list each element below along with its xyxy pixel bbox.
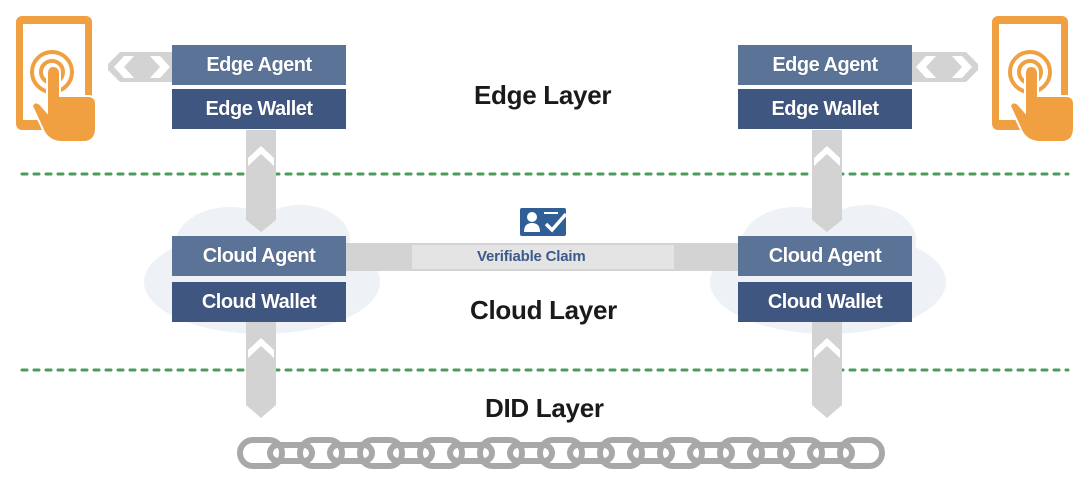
cloud-layer-title: Cloud Layer bbox=[470, 295, 617, 325]
chain-link bbox=[657, 437, 705, 469]
right-cloud-wallet-box: Cloud Wallet bbox=[738, 282, 912, 322]
verifiable-claim-label: Verifiable Claim bbox=[477, 248, 586, 265]
chain-link bbox=[447, 442, 495, 464]
left-device-connector bbox=[108, 52, 176, 82]
left-edge-agent-label: Edge Agent bbox=[206, 53, 312, 76]
chain-link bbox=[417, 437, 465, 469]
right-device-connector bbox=[910, 52, 978, 82]
chain-link bbox=[597, 437, 645, 469]
right-edge-agent-box: Edge Agent bbox=[738, 45, 912, 85]
left-edge-agent-box: Edge Agent bbox=[172, 45, 346, 85]
did-chain bbox=[237, 437, 885, 469]
left-edge-wallet-box: Edge Wallet bbox=[172, 89, 346, 129]
left-cloud-wallet-label: Cloud Wallet bbox=[201, 290, 317, 313]
chain-link bbox=[807, 442, 855, 464]
edge-layer-title: Edge Layer bbox=[474, 80, 612, 110]
chain-link bbox=[717, 437, 765, 469]
chain-link bbox=[357, 437, 405, 469]
did-layer-title: DID Layer bbox=[485, 393, 604, 423]
right-edge-wallet-label: Edge Wallet bbox=[771, 97, 879, 120]
chain-link bbox=[777, 437, 825, 469]
right-edge-agent-label: Edge Agent bbox=[772, 53, 878, 76]
right-cloud-wallet-label: Cloud Wallet bbox=[767, 290, 883, 313]
chain-link bbox=[747, 442, 795, 464]
chain-link bbox=[537, 437, 585, 469]
right-tablet-icon bbox=[992, 16, 1075, 143]
chain-link bbox=[477, 437, 525, 469]
connector-chevrons bbox=[248, 146, 840, 358]
chain-link bbox=[237, 437, 285, 469]
chain-link bbox=[327, 442, 375, 464]
chain-link bbox=[627, 442, 675, 464]
verifiable-claim-icon bbox=[520, 208, 568, 236]
chain-link bbox=[387, 442, 435, 464]
chain-link bbox=[837, 437, 885, 469]
left-cloud-agent-label: Cloud Agent bbox=[202, 244, 316, 267]
left-cloud-wallet-box: Cloud Wallet bbox=[172, 282, 346, 322]
left-tablet-icon bbox=[16, 16, 97, 143]
claim-label-band bbox=[412, 245, 674, 269]
right-edge-wallet-box: Edge Wallet bbox=[738, 89, 912, 129]
chain-link bbox=[297, 437, 345, 469]
chain-link bbox=[507, 442, 555, 464]
chain-link bbox=[687, 442, 735, 464]
right-cloud-agent-label: Cloud Agent bbox=[768, 244, 882, 267]
left-cloud-agent-box: Cloud Agent bbox=[172, 236, 346, 276]
left-edge-wallet-label: Edge Wallet bbox=[205, 97, 313, 120]
chain-link bbox=[267, 442, 315, 464]
chain-link bbox=[567, 442, 615, 464]
right-cloud-agent-box: Cloud Agent bbox=[738, 236, 912, 276]
